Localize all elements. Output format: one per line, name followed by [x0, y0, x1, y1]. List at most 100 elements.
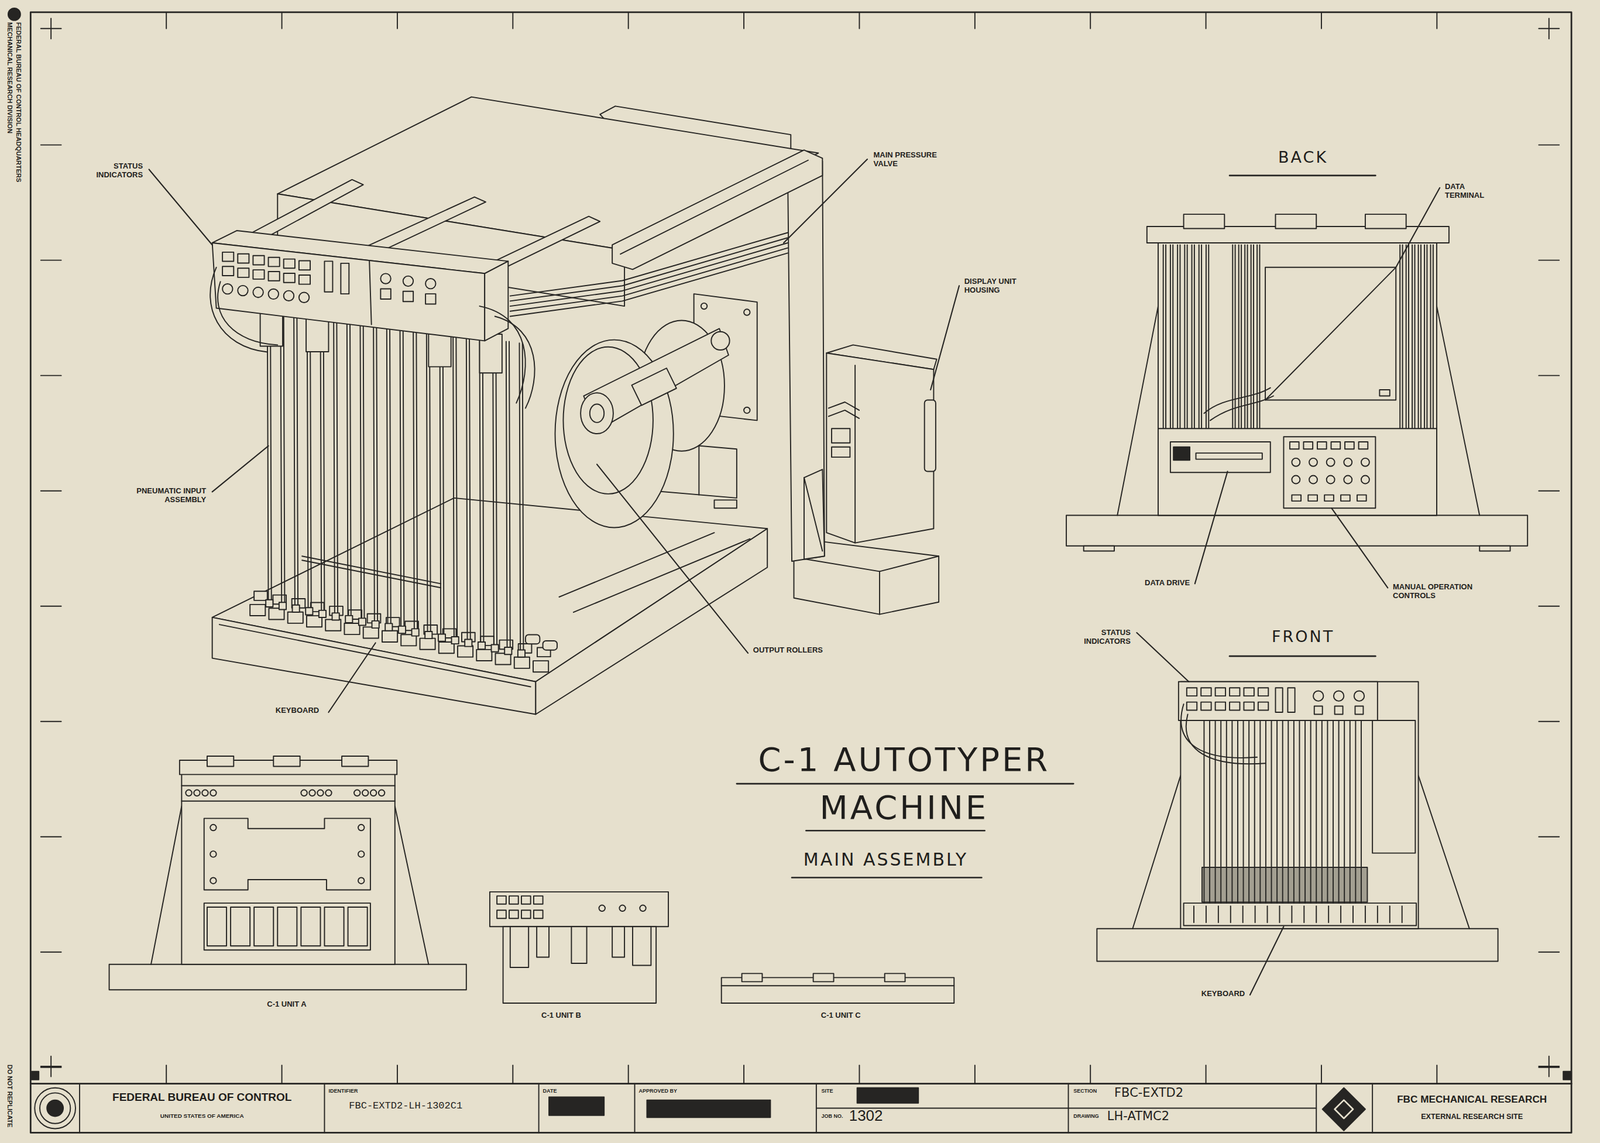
drawing-stroke	[1165, 244, 1167, 429]
drawing-stroke	[1215, 687, 1226, 696]
drawing-stroke	[1186, 702, 1197, 711]
drawing-stroke	[1357, 495, 1367, 501]
drawing-stroke	[358, 877, 365, 884]
drawing-stroke	[370, 790, 377, 796]
drawing-stroke	[1267, 905, 1269, 923]
drawing-stroke	[181, 800, 395, 802]
drawing-stroke	[1162, 244, 1165, 429]
drawing-stroke	[1291, 495, 1301, 501]
drawing-stroke	[535, 528, 768, 714]
drawing-stroke	[1158, 239, 1437, 516]
drawing-stroke	[1229, 174, 1376, 177]
drawing-stroke	[348, 907, 368, 946]
drawing-stroke	[280, 313, 282, 609]
title-block-text: FBC MECHANICAL RESEARCH	[1372, 1093, 1572, 1106]
drawing-stroke	[1229, 687, 1240, 696]
drawing-stroke	[974, 12, 976, 29]
drawing-stroke	[879, 571, 881, 614]
drawing-stroke	[362, 790, 369, 796]
drawing-stroke	[324, 1083, 326, 1133]
drawing-stroke	[510, 926, 529, 968]
drawing-stroke	[1364, 905, 1366, 923]
drawing-stroke	[1229, 702, 1240, 711]
drawing-stroke	[40, 375, 62, 377]
drawing-stroke	[510, 237, 788, 301]
drawing-stroke	[631, 368, 676, 406]
drawing-stroke	[333, 320, 335, 620]
drawing-stroke	[1258, 687, 1269, 696]
drawing-stroke	[489, 891, 669, 927]
drawing-stroke	[411, 628, 420, 636]
drawing-stroke	[1436, 306, 1480, 515]
drawing-stroke	[380, 289, 391, 300]
title-block-text: IDENTIFIER	[328, 1087, 358, 1094]
drawing-stroke	[1250, 244, 1252, 429]
drawing-stroke	[1343, 458, 1352, 467]
drawing-stroke	[1193, 244, 1196, 429]
title-block-text: FEDERAL BUREAU OF CONTROL	[79, 1090, 325, 1104]
drawing-stroke	[1195, 452, 1262, 459]
drawing-stroke	[627, 12, 630, 29]
drawing-stroke	[1334, 1100, 1354, 1119]
drawing-stroke	[1405, 244, 1407, 429]
drawing-stroke	[1066, 515, 1528, 547]
drawing-stroke	[281, 12, 283, 29]
drawing-stroke	[1358, 441, 1369, 449]
drawing-stroke	[1191, 244, 1193, 429]
drawing-stroke	[1244, 244, 1246, 429]
drawing-stroke	[373, 325, 375, 628]
drawing-stroke	[857, 1087, 919, 1104]
drawing-stroke	[1436, 12, 1438, 29]
title-block-cell: DATE	[538, 1084, 635, 1133]
drawing-stroke	[416, 330, 418, 635]
drawing-stroke	[267, 312, 269, 607]
drawing-stroke	[512, 1065, 514, 1084]
drawing-stroke	[1089, 1065, 1091, 1084]
drawing-stroke	[1317, 441, 1327, 449]
drawing-stroke	[380, 273, 391, 284]
drawing-stroke	[268, 289, 279, 300]
drawing-stroke	[1117, 306, 1159, 515]
title-block-text: DATE	[543, 1087, 558, 1094]
drawing-title: C-1 AUTOTYPER MACHINE	[716, 735, 1092, 832]
part-callout: KEYBOARD	[1192, 989, 1245, 999]
drawing-stroke	[831, 428, 850, 443]
part-callout: DATA DRIVE	[1125, 578, 1190, 588]
drawing-stroke	[1432, 244, 1434, 429]
drawing-stroke	[1365, 214, 1407, 229]
drawing-stroke	[310, 317, 312, 614]
drawing-stroke	[398, 626, 406, 634]
drawing-stroke	[742, 973, 763, 982]
drawing-stroke	[571, 926, 587, 964]
drawing-stroke	[859, 1065, 861, 1084]
drawing-stroke	[1096, 928, 1498, 962]
drawing-stroke	[1169, 244, 1172, 429]
drawing-stroke	[39, 1092, 71, 1124]
drawing-stroke	[634, 1083, 636, 1133]
drawing-stroke	[1176, 244, 1179, 429]
drawing-stroke	[376, 325, 378, 628]
drawing-stroke	[701, 303, 707, 309]
drawing-stroke	[495, 340, 497, 651]
drawing-stroke	[426, 331, 428, 638]
part-callout: STATUS INDICATORS	[84, 162, 143, 180]
drawing-stroke	[1408, 244, 1410, 429]
drawing-stroke	[504, 647, 512, 655]
drawing-stroke	[1313, 690, 1324, 701]
drawing-stroke	[612, 149, 823, 270]
title-block-text: FBC-EXTD2-LH-1302C1	[348, 1100, 463, 1112]
drawing-stroke	[320, 318, 322, 617]
drawing-stroke	[1202, 720, 1368, 903]
drawing-stroke	[1418, 775, 1470, 929]
drawing-stroke	[1089, 12, 1091, 29]
drawing-stroke	[924, 399, 936, 472]
drawing-stroke	[714, 499, 737, 508]
drawing-stroke	[1265, 267, 1396, 401]
drawing-stroke	[1186, 687, 1365, 714]
drawing-stroke	[1234, 244, 1236, 429]
drawing-stroke	[1242, 905, 1244, 923]
view-heading: FRONT	[1244, 627, 1362, 646]
drawing-stroke	[150, 805, 182, 964]
drawing-stroke	[589, 403, 604, 422]
drawing-stroke	[509, 341, 511, 654]
